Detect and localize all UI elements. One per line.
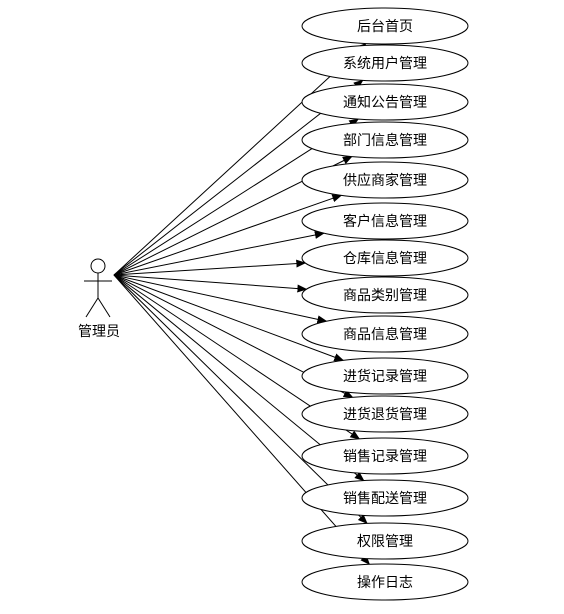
use-case-label: 仓库信息管理 bbox=[343, 250, 427, 267]
use-case-ellipse bbox=[301, 563, 469, 601]
actor-label: 管理员 bbox=[78, 324, 120, 340]
association-arrow bbox=[113, 274, 345, 362]
use-case-label: 权限管理 bbox=[357, 534, 413, 550]
use-case[interactable]: 通知公告管理 bbox=[301, 83, 469, 121]
use-case-ellipse bbox=[301, 315, 469, 353]
use-case-ellipse bbox=[301, 357, 469, 395]
use-case[interactable]: 操作日志 bbox=[301, 563, 469, 601]
actor[interactable]: 管理员 bbox=[78, 258, 120, 340]
use-case-ellipse bbox=[301, 479, 469, 517]
use-case-label: 客户信息管理 bbox=[343, 213, 427, 230]
association-arrow bbox=[113, 274, 308, 293]
association-arrow bbox=[113, 274, 371, 566]
actor-left-leg bbox=[85, 297, 99, 318]
use-cases: 后台首页系统用户管理通知公告管理部门信息管理供应商家管理客户信息管理仓库信息管理… bbox=[301, 7, 469, 601]
use-case-ellipse bbox=[301, 239, 469, 277]
use-case-label: 后台首页 bbox=[357, 19, 413, 35]
association-arrow bbox=[113, 42, 367, 276]
use-case[interactable]: 客户信息管理 bbox=[301, 202, 469, 240]
use-case[interactable]: 销售记录管理 bbox=[301, 437, 469, 475]
use-case-label: 销售记录管理 bbox=[343, 449, 427, 465]
use-case[interactable]: 进货记录管理 bbox=[301, 357, 469, 395]
use-case-label: 系统用户管理 bbox=[343, 55, 427, 72]
association-arrow bbox=[113, 259, 307, 276]
use-case[interactable]: 供应商家管理 bbox=[301, 161, 469, 199]
association-arrow bbox=[113, 274, 368, 525]
use-case-label: 操作日志 bbox=[357, 575, 413, 591]
use-case-label: 部门信息管理 bbox=[343, 132, 427, 149]
use-case-label: 进货退货管理 bbox=[343, 406, 427, 423]
use-case[interactable]: 后台首页 bbox=[301, 7, 469, 45]
use-case[interactable]: 商品类别管理 bbox=[301, 276, 469, 314]
use-case-ellipse bbox=[301, 83, 469, 121]
use-case[interactable]: 进货退货管理 bbox=[301, 395, 469, 433]
use-case[interactable]: 商品信息管理 bbox=[301, 315, 469, 353]
use-case-label: 销售配送管理 bbox=[343, 491, 427, 507]
use-case-ellipse bbox=[301, 522, 469, 560]
use-case-label: 供应商家管理 bbox=[343, 172, 427, 189]
use-case-ellipse bbox=[301, 437, 469, 475]
use-case-label: 进货记录管理 bbox=[343, 368, 427, 385]
actor-head bbox=[90, 258, 106, 274]
association-arrow bbox=[113, 194, 343, 276]
use-case-ellipse bbox=[301, 44, 469, 82]
use-case[interactable]: 部门信息管理 bbox=[301, 121, 469, 159]
use-case[interactable]: 销售配送管理 bbox=[301, 479, 469, 517]
use-case[interactable]: 权限管理 bbox=[301, 522, 469, 560]
use-case-ellipse bbox=[301, 202, 469, 240]
use-case-label: 商品类别管理 bbox=[343, 288, 427, 304]
use-case-label: 通知公告管理 bbox=[343, 94, 427, 111]
use-case[interactable]: 系统用户管理 bbox=[301, 44, 469, 82]
use-case-ellipse bbox=[301, 121, 469, 159]
association-arrow bbox=[113, 231, 325, 276]
use-case-ellipse bbox=[301, 395, 469, 433]
use-case[interactable]: 仓库信息管理 bbox=[301, 239, 469, 277]
actor-right-leg bbox=[97, 297, 111, 318]
use-case-label: 商品信息管理 bbox=[343, 326, 427, 343]
use-case-ellipse bbox=[301, 276, 469, 314]
use-case-ellipse bbox=[301, 161, 469, 199]
association-arrow bbox=[113, 274, 328, 324]
use-case-ellipse bbox=[301, 7, 469, 45]
